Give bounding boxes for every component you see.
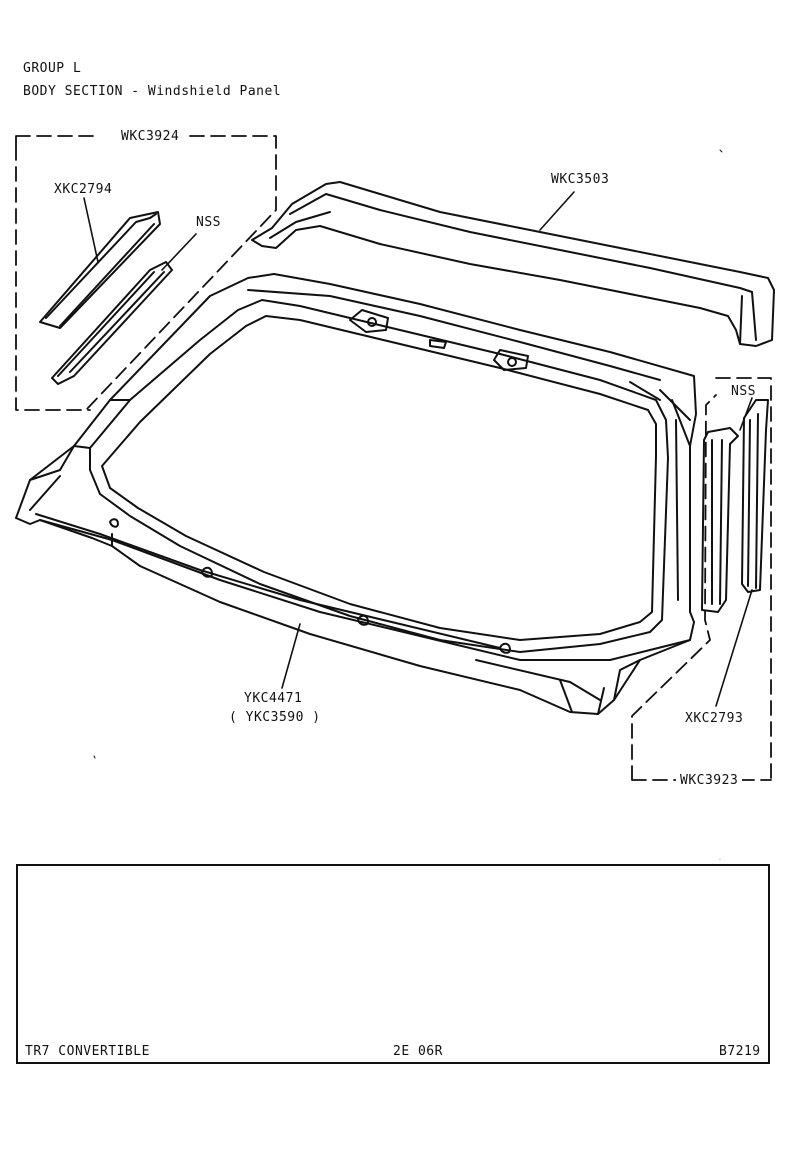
footer-model: TR7 CONVERTIBLE <box>25 1044 150 1059</box>
footer-ref: B7219 <box>719 1044 761 1059</box>
group-label: GROUP L <box>23 61 82 76</box>
label-nss-right: NSS <box>731 384 756 399</box>
left-post-xkc2794 <box>39 211 161 329</box>
label-left-post: XKC2794 <box>54 182 113 197</box>
label-kit-right: WKC3923 <box>676 774 743 787</box>
windshield-frame-ykc4471 <box>15 273 697 715</box>
label-nss-left: NSS <box>196 215 221 230</box>
kit-right-bracket <box>631 377 772 781</box>
label-frame-main: YKC4471 <box>244 691 303 706</box>
left-nss-post <box>51 261 173 385</box>
kit-left-bracket <box>15 135 277 411</box>
header-rail-wkc3503 <box>251 181 775 347</box>
windshield-panel-diagram <box>15 135 775 860</box>
right-post-xkc2793 <box>741 399 769 593</box>
label-frame-alt: ( YKC3590 ) <box>229 710 321 725</box>
section-title: BODY SECTION - Windshield Panel <box>23 84 282 99</box>
label-right-post: XKC2793 <box>685 711 744 726</box>
label-kit-left: WKC3924 <box>117 130 184 143</box>
footer-box <box>16 864 770 1064</box>
label-header-rail: WKC3503 <box>551 172 610 187</box>
footer-page-code: 2E 06R <box>393 1044 443 1059</box>
right-nss-post <box>701 427 739 613</box>
